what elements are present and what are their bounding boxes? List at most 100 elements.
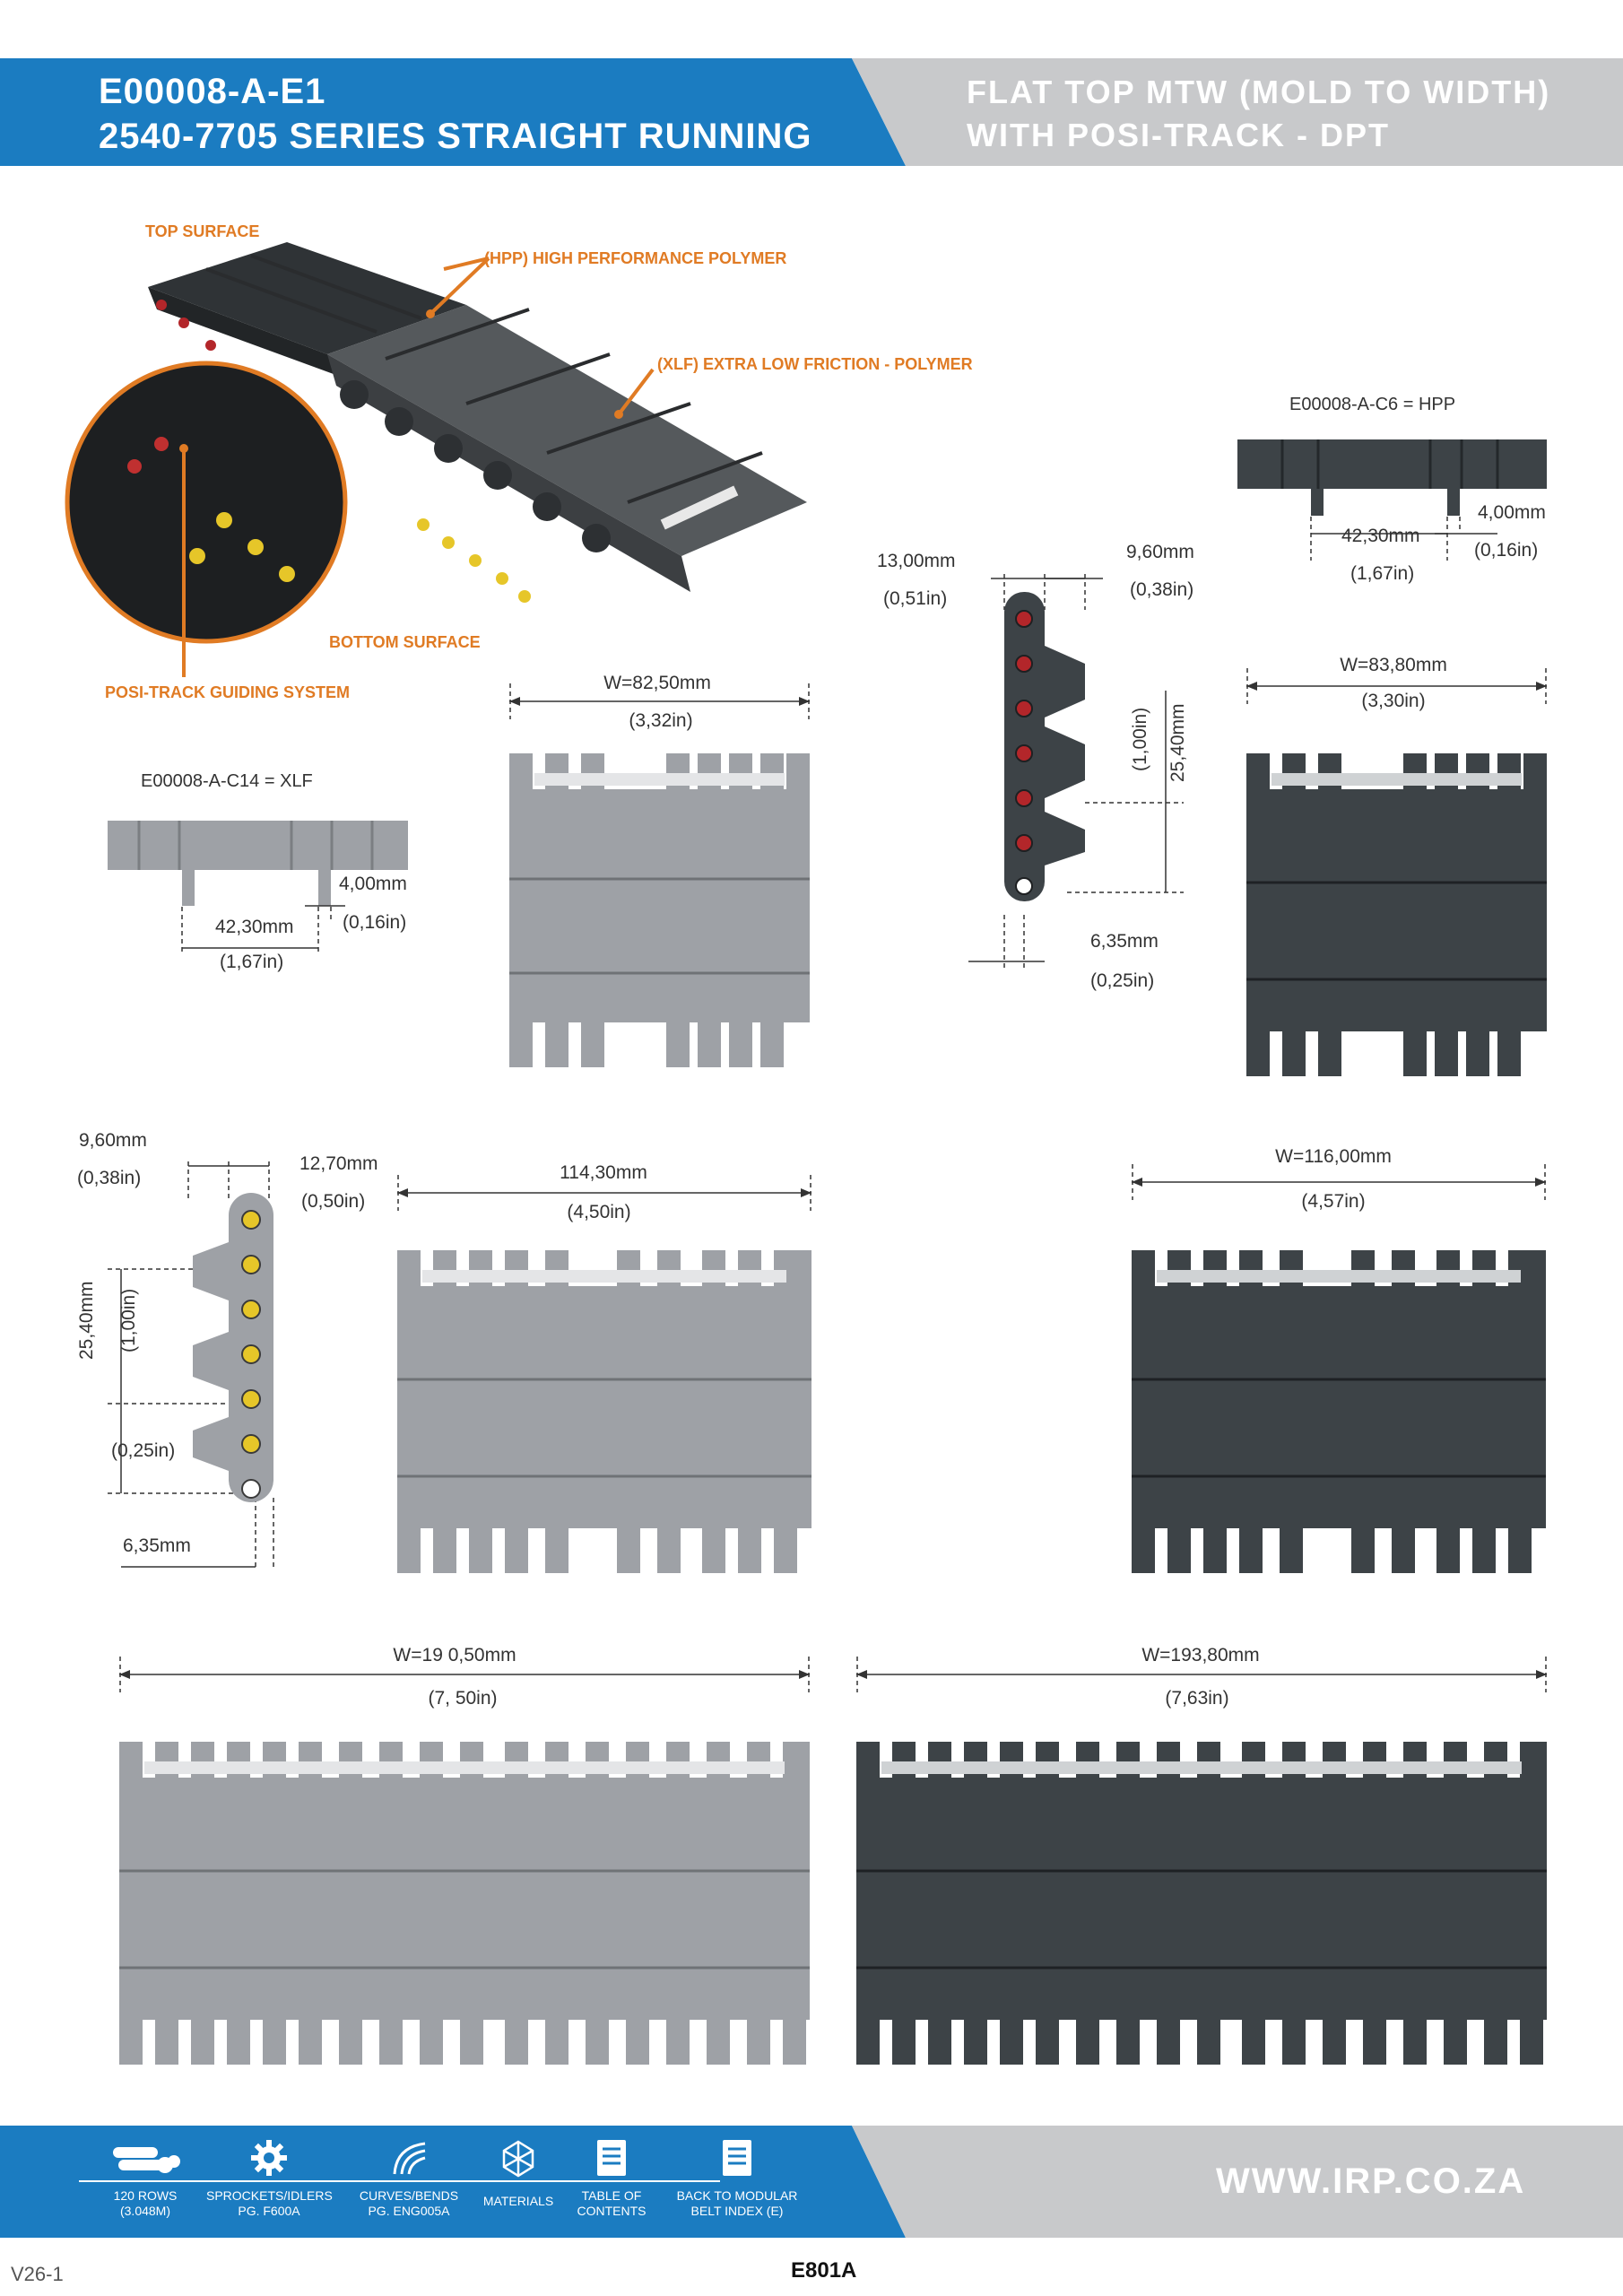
belt5-tooth (666, 2018, 690, 2065)
belt3-tooth (617, 1526, 640, 1573)
belt3-tooth (505, 1526, 528, 1573)
belt1-edge-right (786, 753, 810, 1013)
belt5-tooth (460, 2018, 483, 2065)
hpp-tab-mm: 4,00mm (1478, 502, 1546, 523)
belt4-drawing (1132, 1250, 1546, 1573)
footer-sprockets-label: SPROCKETS/IDLERS PG. F600A (206, 2188, 333, 2218)
belt5-tooth (227, 2018, 250, 2065)
hpp-profile-drawing (1237, 439, 1547, 561)
belt5-tooth (747, 2018, 770, 2065)
belt5-body (119, 1778, 810, 2020)
callout-xlf: (XLF) EXTRA LOW FRICTION - POLYMER (657, 355, 973, 373)
belt6-dimension-line (856, 1657, 1547, 1692)
belt3-tooth (657, 1526, 681, 1573)
belt4-tooth (1280, 1526, 1303, 1573)
belt4-body (1132, 1286, 1546, 1528)
footer-rows-link[interactable]: 120 ROWS (3.048M) (82, 2133, 208, 2219)
xlf-span-mm: 42,30mm (215, 917, 294, 937)
hpp-side-left-in: (0,51in) (883, 588, 948, 609)
belt4-edge-left (1132, 1250, 1155, 1573)
belt5-tooth (626, 2018, 649, 2065)
page-code: E801A (791, 2258, 857, 2283)
xlf-side-right-mm: 12,70mm (299, 1153, 378, 1174)
header-product-line1: FLAT TOP MTW (MOLD TO WIDTH) (967, 74, 1551, 110)
belt2-edge-left (1246, 753, 1270, 1076)
belt5-width-in: (7, 50in) (428, 1688, 498, 1709)
belt3-width-mm: 114,30mm (560, 1162, 647, 1183)
belt6-edge-left (856, 1742, 880, 2065)
hpp-span-mm: 42,30mm (1341, 526, 1420, 546)
belt2-tooth (1435, 1030, 1458, 1076)
footer-curves-label: CURVES/BENDS PG. ENG005A (359, 2188, 459, 2218)
belt2-width-in: (3,30in) (1361, 691, 1426, 711)
hpp-side-pitch-in: (1,00in) (1130, 707, 1150, 771)
hpp-side-bottom-in: (0,25in) (1090, 970, 1155, 991)
header-code: E00008-A-E1 (99, 72, 326, 111)
footer-curves-link[interactable]: CURVES/BENDS PG. ENG005A (346, 2133, 472, 2219)
document-icon (597, 2140, 626, 2176)
belt1-tooth (545, 1021, 568, 1067)
belt2-drawing (1246, 753, 1547, 1076)
belt4-tooth (1351, 1526, 1375, 1573)
curve-icon (393, 2142, 426, 2175)
xlf-side-bottom-mm: 6,35mm (123, 1535, 191, 1556)
belt6-tooth (1116, 2018, 1140, 2065)
footer-belt-index-label: BACK TO MODULAR BELT INDEX (E) (676, 2188, 798, 2218)
belt5-edge-left (119, 1742, 143, 2065)
belt5-tooth (420, 2018, 443, 2065)
callout-bottom-surface: BOTTOM SURFACE (329, 633, 481, 651)
belt5-tooth (545, 2018, 568, 2065)
belt6-tooth (1157, 2018, 1180, 2065)
hpp-tab-in: (0,16in) (1474, 540, 1539, 561)
belt4-edge-right (1523, 1250, 1546, 1519)
footer-contents-label: TABLE OF CONTENTS (577, 2188, 647, 2218)
belt6-pin (881, 1761, 1522, 1774)
belt3-dimension-line (397, 1175, 812, 1211)
footer-sprockets-link[interactable]: SPROCKETS/IDLERS PG. F600A (206, 2133, 333, 2219)
xlf-side-view (108, 1161, 274, 1570)
belt4-tooth (1392, 1526, 1415, 1573)
belt1-tooth (760, 1021, 784, 1067)
xlf-span-in: (1,67in) (220, 952, 284, 972)
belt1-edge-left (509, 753, 533, 1067)
header-blue-band (0, 58, 906, 166)
belt3-tooth (545, 1526, 568, 1573)
footer-contents-link[interactable]: TABLE OF CONTENTS (549, 2133, 674, 2219)
belt2-width-mm: W=83,80mm (1340, 655, 1447, 675)
belt3-edge-left (397, 1250, 421, 1573)
header-grey-band (852, 58, 1623, 166)
xlf-profile-label: E00008-A-C14 = XLF (141, 771, 313, 791)
website-link[interactable]: WWW.IRP.CO.ZA (1216, 2161, 1526, 2201)
belt6-tooth (964, 2018, 987, 2065)
belt1-tooth (581, 1021, 604, 1067)
belt1-width-in: (3,32in) (629, 710, 693, 731)
belt1-drawing (509, 753, 810, 1067)
callout-top-surface: TOP SURFACE (145, 222, 260, 240)
belt5-dimension-line (119, 1657, 810, 1692)
belt2-tooth (1497, 1030, 1521, 1076)
belt6-tooth (1403, 2018, 1427, 2065)
hpp-side-bottom-mm: 6,35mm (1090, 931, 1159, 952)
footer-materials-link[interactable]: MATERIALS (456, 2133, 581, 2209)
belt3-edge-right (788, 1250, 812, 1519)
xlf-side-right-in: (0,50in) (301, 1191, 366, 1212)
footer-belt-index-link[interactable]: BACK TO MODULAR BELT INDEX (E) (674, 2133, 800, 2219)
xlf-side-left-in: (0,38in) (77, 1168, 142, 1188)
header-series-title: 2540-7705 SERIES STRAIGHT RUNNING (99, 117, 812, 156)
belt5-drawing (119, 1742, 810, 2065)
belt1-dimension-line (509, 683, 810, 719)
belt3-width-in: (4,50in) (567, 1202, 631, 1222)
belt5-tooth (783, 2018, 806, 2065)
belt5-tooth (707, 2018, 730, 2065)
version-label: V26-1 (11, 2263, 64, 2285)
hpp-side-left-mm: 13,00mm (877, 551, 956, 571)
xlf-tab-in: (0,16in) (343, 912, 407, 933)
belt6-drawing (856, 1742, 1547, 2065)
xlf-side-pitch-in: (1,00in) (118, 1288, 139, 1352)
belt4-width-mm: W=116,00mm (1275, 1146, 1392, 1167)
belt2-edge-right (1523, 753, 1547, 1022)
belt6-width-in: (7,63in) (1165, 1688, 1229, 1709)
belt4-dimension-line (1132, 1164, 1546, 1200)
belt1-width-mm: W=82,50mm (603, 673, 711, 693)
callout-posi-track: POSI-TRACK GUIDING SYSTEM (105, 683, 351, 701)
